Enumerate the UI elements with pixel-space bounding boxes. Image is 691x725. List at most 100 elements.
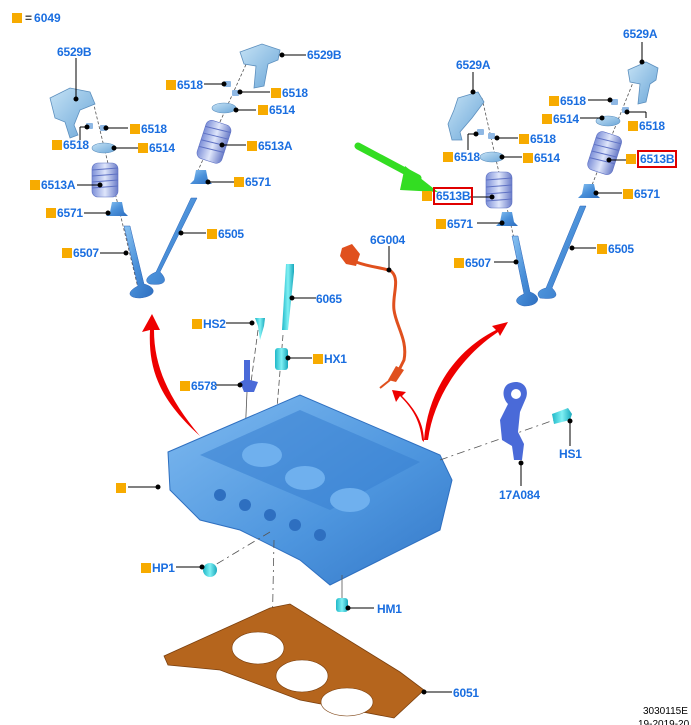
part-label-6514[interactable]: 6514 bbox=[138, 141, 175, 155]
exhaust-valve-6507-center bbox=[511, 235, 538, 307]
part-label-6571[interactable]: 6571 bbox=[436, 217, 473, 231]
highlight-box: 6513B bbox=[637, 150, 678, 168]
part-label-6049-marker[interactable] bbox=[116, 481, 127, 495]
part-label-hm1[interactable]: HM1 bbox=[377, 602, 402, 616]
part-label-6578[interactable]: 6578 bbox=[180, 379, 217, 393]
dowel-hx1 bbox=[275, 348, 288, 370]
orange-square-icon bbox=[52, 140, 62, 150]
part-label-hs2[interactable]: HS2 bbox=[192, 317, 226, 331]
spring-retainer-mid bbox=[211, 102, 237, 114]
orange-square-icon bbox=[623, 189, 633, 199]
orange-square-icon bbox=[454, 258, 464, 268]
orange-square-icon bbox=[628, 121, 638, 131]
orange-square-icon bbox=[62, 248, 72, 258]
part-label-6051[interactable]: 6051 bbox=[453, 686, 479, 700]
orange-square-icon bbox=[443, 152, 453, 162]
part-label-6513b-highlighted[interactable]: 6513B bbox=[422, 187, 474, 205]
plug-hp1 bbox=[203, 563, 217, 577]
orange-square-icon bbox=[30, 180, 40, 190]
part-label-hx1[interactable]: HX1 bbox=[313, 352, 347, 366]
orange-square-icon bbox=[523, 153, 533, 163]
part-label-6529a[interactable]: 6529A bbox=[456, 58, 491, 72]
part-label-6529b[interactable]: 6529B bbox=[57, 45, 92, 59]
rocker-arm-6529b-mid bbox=[239, 43, 281, 89]
part-label-6529b[interactable]: 6529B bbox=[307, 48, 342, 62]
part-label-6518[interactable]: 6518 bbox=[166, 78, 203, 92]
valve-spring-right bbox=[587, 131, 622, 175]
legend: =6049 bbox=[12, 11, 61, 25]
bolt-hs1 bbox=[552, 408, 572, 424]
part-label-17a084[interactable]: 17A084 bbox=[499, 488, 540, 502]
part-label-hs1[interactable]: HS1 bbox=[559, 447, 582, 461]
part-label-6518[interactable]: 6518 bbox=[130, 122, 167, 136]
part-label-6514[interactable]: 6514 bbox=[258, 103, 295, 117]
bracket-17a084 bbox=[500, 381, 527, 460]
part-label-6513a[interactable]: 6513A bbox=[247, 139, 293, 153]
valve-seal-left bbox=[106, 202, 128, 216]
valve-keeper-mid-b bbox=[232, 90, 239, 96]
part-label-6g004[interactable]: 6G004 bbox=[370, 233, 406, 247]
orange-square-icon bbox=[180, 381, 190, 391]
part-label-6505[interactable]: 6505 bbox=[207, 227, 244, 241]
part-label-6571[interactable]: 6571 bbox=[623, 187, 660, 201]
figure-id: 3030115E bbox=[643, 706, 688, 717]
valve-assembly-middle bbox=[146, 43, 281, 285]
rocker-arm-6529a-right bbox=[627, 61, 659, 105]
part-label-6518[interactable]: 6518 bbox=[271, 86, 308, 100]
part-label-6571[interactable]: 6571 bbox=[46, 206, 83, 220]
orange-square-icon bbox=[258, 105, 268, 115]
orange-square-icon bbox=[549, 96, 559, 106]
dowel-hm1 bbox=[336, 598, 348, 612]
orange-square-icon bbox=[313, 354, 323, 364]
valve-keeper-right-a bbox=[611, 99, 618, 105]
highlight-box: 6513B bbox=[433, 187, 474, 205]
part-label-hp1[interactable]: HP1 bbox=[141, 561, 175, 575]
valve-spring-center bbox=[485, 171, 513, 209]
orange-square-icon bbox=[12, 13, 22, 23]
part-label-6513a[interactable]: 6513A bbox=[30, 178, 76, 192]
figure-date: 19-2019-20 bbox=[638, 719, 690, 725]
part-label-6507[interactable]: 6507 bbox=[454, 256, 491, 270]
valve-keeper-center-b bbox=[488, 133, 495, 139]
bolt-hs2 bbox=[255, 318, 265, 340]
valve-seal-center bbox=[496, 212, 518, 226]
part-label-6518[interactable]: 6518 bbox=[443, 150, 480, 164]
rocker-arm-6529b-left bbox=[49, 87, 96, 139]
sensor-6g004 bbox=[340, 244, 407, 389]
head-gasket-6051 bbox=[163, 603, 425, 719]
part-label-6529a[interactable]: 6529A bbox=[623, 27, 658, 41]
part-label-6514[interactable]: 6514 bbox=[542, 112, 579, 126]
part-label-6507[interactable]: 6507 bbox=[62, 246, 99, 260]
part-label-6518[interactable]: 6518 bbox=[628, 119, 665, 133]
part-label-6513b-highlighted[interactable]: 6513B bbox=[626, 150, 678, 168]
legend-part-number: 6049 bbox=[34, 11, 61, 25]
valve-assembly-right bbox=[537, 61, 659, 299]
exhaust-valve-6507-left bbox=[123, 225, 154, 299]
part-label-6505[interactable]: 6505 bbox=[597, 242, 634, 256]
valve-keeper-center-a bbox=[477, 129, 484, 135]
bolt-6065 bbox=[282, 264, 294, 330]
orange-square-icon bbox=[207, 229, 217, 239]
valve-spring-mid bbox=[196, 120, 232, 164]
part-label-6571[interactable]: 6571 bbox=[234, 175, 271, 189]
intake-valve-6505-right bbox=[537, 205, 587, 299]
direction-arrows bbox=[142, 314, 508, 442]
red-arrow-center bbox=[392, 390, 424, 442]
rocker-arm-6529a-center bbox=[447, 91, 485, 141]
red-arrow-right bbox=[424, 322, 508, 440]
legend-equals: = bbox=[25, 11, 33, 25]
sensor-6578 bbox=[240, 360, 258, 392]
part-label-6514[interactable]: 6514 bbox=[523, 151, 560, 165]
axis-line-hs1 bbox=[439, 417, 561, 461]
orange-square-icon bbox=[436, 219, 446, 229]
part-label-6065[interactable]: 6065 bbox=[316, 292, 342, 306]
part-label-6518[interactable]: 6518 bbox=[519, 132, 556, 146]
orange-square-icon bbox=[116, 483, 126, 493]
orange-square-icon bbox=[247, 141, 257, 151]
part-label-6518[interactable]: 6518 bbox=[549, 94, 586, 108]
orange-square-icon bbox=[597, 244, 607, 254]
leader-lines bbox=[73, 42, 647, 695]
part-label-6518[interactable]: 6518 bbox=[52, 138, 89, 152]
